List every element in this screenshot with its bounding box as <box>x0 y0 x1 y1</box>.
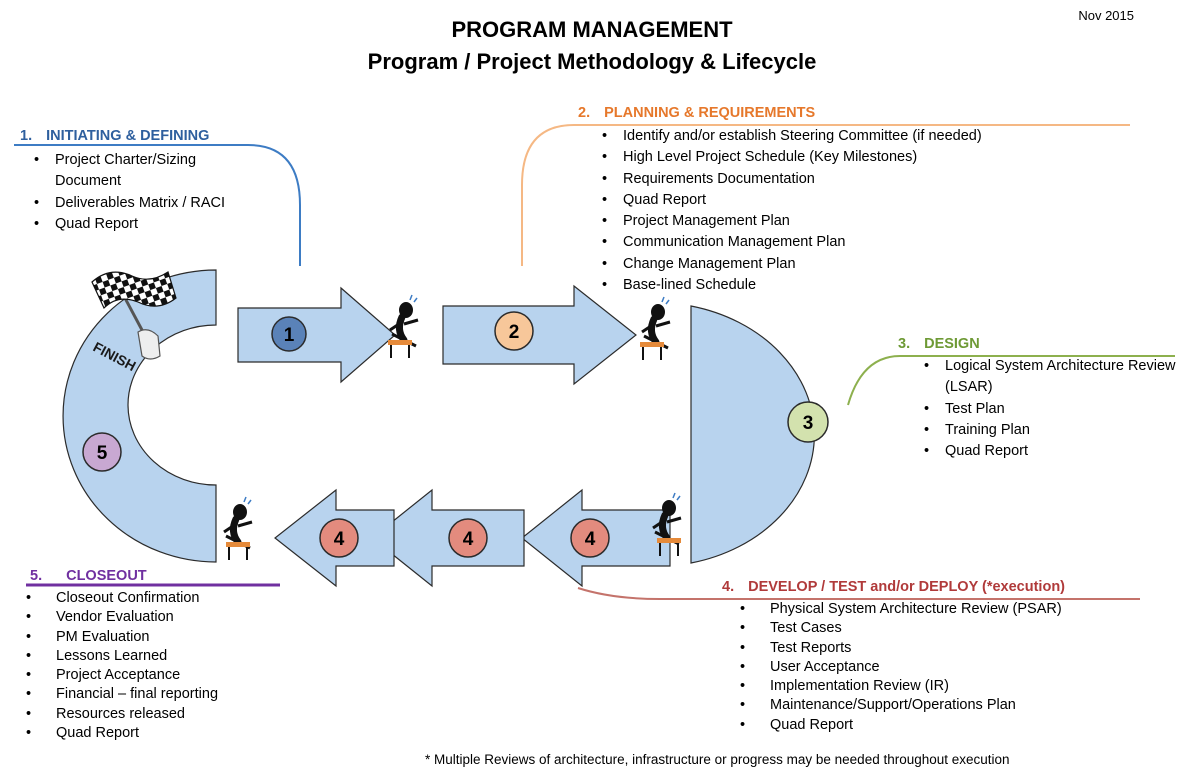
hurdler-icon-1 <box>388 294 419 358</box>
list-item: Vendor Evaluation <box>20 608 320 628</box>
list-item: User Acceptance <box>734 658 1164 678</box>
phase3-number: 3. <box>898 336 911 352</box>
footnote: * Multiple Reviews of architecture, infr… <box>425 752 1010 767</box>
list-item: Identify and/or establish Steering Commi… <box>596 126 1156 148</box>
phase2-heading: 2. PLANNING & REQUIREMENTS <box>578 105 815 121</box>
list-item: Implementation Review (IR) <box>734 677 1164 697</box>
closeout-arc-shape <box>62 269 217 563</box>
list-item: Test Reports <box>734 639 1164 659</box>
list-item: Maintenance/Support/Operations Plan <box>734 696 1164 716</box>
list-item: Quad Report <box>918 441 1180 463</box>
arrow-phase2 <box>442 284 637 386</box>
hurdler-icon-4 <box>223 496 253 560</box>
phase-circle-4-right-disc <box>570 518 610 558</box>
phase4-connector-line <box>577 587 1140 600</box>
list-item: Deliverables Matrix / RACI <box>28 193 264 215</box>
list-item: Financial – final reporting <box>20 685 320 705</box>
arrow-phase1 <box>237 286 396 384</box>
list-item: Test Cases <box>734 619 1164 639</box>
list-item: Project Acceptance <box>20 666 320 686</box>
list-item: Communication Management Plan <box>596 232 1156 254</box>
list-item: Project Management Plan <box>596 211 1156 233</box>
phase-circle-1-disc <box>271 316 307 352</box>
list-item: Project Charter/Sizing Document <box>28 150 264 193</box>
list-item: Physical System Architecture Review (PSA… <box>734 600 1164 620</box>
phase-circle-4-right-label: 4 <box>585 529 596 550</box>
list-item: High Level Project Schedule (Key Milesto… <box>596 147 1156 169</box>
phase4-block: 4. DEVELOP / TEST and/or DEPLOY (*executi… <box>722 579 1065 595</box>
phase-circle-5-label: 5 <box>97 443 108 464</box>
phase4-list: Physical System Architecture Review (PSA… <box>734 600 1164 735</box>
date-label: Nov 2015 <box>1078 8 1134 23</box>
list-item: Training Plan <box>918 420 1180 442</box>
phase-circle-1-label: 1 <box>284 325 295 346</box>
phase-circle-4-middle-label: 4 <box>463 529 474 550</box>
list-item: Quad Report <box>734 716 1164 736</box>
phase-circle-4-right: 4 <box>570 518 610 558</box>
page-subtitle: Program / Project Methodology & Lifecycl… <box>367 49 817 74</box>
phase1-list: Project Charter/Sizing Document Delivera… <box>28 150 264 235</box>
phase2-block: 2. PLANNING & REQUIREMENTS <box>578 105 815 121</box>
phase1-block: 1. INITIATING & DEFINING <box>20 128 209 144</box>
list-item: PM Evaluation <box>20 628 320 648</box>
phase3-list: Logical System Architecture Review (LSAR… <box>918 356 1180 463</box>
list-item: Quad Report <box>596 190 1156 212</box>
phase4-title: DEVELOP / TEST and/or DEPLOY (*execution… <box>748 579 1066 595</box>
phase3-heading: 3. DESIGN <box>898 336 980 352</box>
phase-circle-4-left: 4 <box>319 518 359 558</box>
phase-circle-2: 2 <box>494 311 534 351</box>
phase5-heading: 5. CLOSEOUT <box>30 568 147 584</box>
list-item: Quad Report <box>20 724 320 744</box>
phase3-title: DESIGN <box>924 336 980 352</box>
phase1-number: 1. <box>20 128 33 144</box>
list-item: Resources released <box>20 705 320 725</box>
phase-circle-4-left-label: 4 <box>334 529 345 550</box>
phase-circle-4-middle-disc <box>448 518 488 558</box>
phase1-title: INITIATING & DEFINING <box>46 128 210 144</box>
phase3-connector-line <box>847 355 1175 406</box>
phase2-connector-line <box>521 124 1130 266</box>
phase4-number: 4. <box>722 579 735 595</box>
list-item: Closeout Confirmation <box>20 589 320 609</box>
phase-circle-4-middle: 4 <box>448 518 488 558</box>
list-item: Change Management Plan <box>596 254 1156 276</box>
list-item: Logical System Architecture Review (LSAR… <box>918 356 1180 399</box>
phase5-title: CLOSEOUT <box>66 568 147 584</box>
phase-circle-5-disc <box>82 432 122 472</box>
phase-circle-3-label: 3 <box>803 413 814 434</box>
phase3-block: 3. DESIGN <box>898 336 980 352</box>
hurdler-icon-3 <box>652 492 682 556</box>
phase1-connector-line <box>14 144 301 266</box>
list-item: Quad Report <box>28 214 264 236</box>
list-item: Test Plan <box>918 399 1180 421</box>
phase2-list: Identify and/or establish Steering Commi… <box>596 126 1156 297</box>
hurdler-icon-2 <box>640 296 671 360</box>
phase2-title: PLANNING & REQUIREMENTS <box>604 105 816 121</box>
arrow-phase4-middle <box>371 488 525 588</box>
phase-circle-1: 1 <box>271 316 307 352</box>
phase5-block: 5. CLOSEOUT <box>30 568 147 584</box>
phase-circle-5: 5 <box>82 432 122 472</box>
phase4-heading: 4. DEVELOP / TEST and/or DEPLOY (*executi… <box>722 579 1065 595</box>
phase5-list: Closeout Confirmation Vendor Evaluation … <box>20 589 320 744</box>
list-item: Requirements Documentation <box>596 169 1156 191</box>
page-title: PROGRAM MANAGEMENT <box>451 17 733 42</box>
phase-circle-3: 3 <box>787 401 829 443</box>
phase-circle-2-disc <box>494 311 534 351</box>
phase5-number: 5. <box>30 568 43 584</box>
list-item: Lessons Learned <box>20 647 320 667</box>
phase2-number: 2. <box>578 105 591 121</box>
list-item: Base-lined Schedule <box>596 275 1156 297</box>
phase1-heading: 1. INITIATING & DEFINING <box>20 128 209 144</box>
phase-circle-4-left-disc <box>319 518 359 558</box>
phase-circle-2-label: 2 <box>509 322 520 343</box>
phase-circle-3-disc <box>787 401 829 443</box>
